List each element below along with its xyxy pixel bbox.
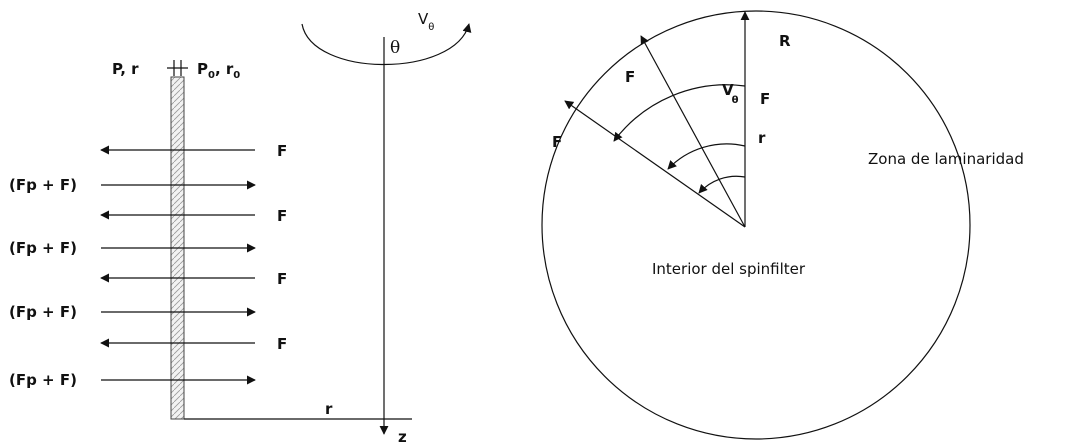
r-label-axis: r	[325, 400, 333, 418]
force-label-1: F	[277, 142, 287, 160]
z-label: z	[398, 428, 407, 445]
zone-label: Zona de laminaridad	[868, 150, 1024, 168]
membrane-top-mark	[167, 60, 188, 76]
top-left-label: P, r	[112, 60, 139, 78]
angle-arc-medium	[667, 143, 746, 170]
velocity-label-axis: Vθ	[418, 10, 434, 33]
rotation-axis-diagram: θ Vθ r z	[184, 10, 472, 445]
r-label-circle: r	[758, 129, 766, 147]
R-label: R	[779, 32, 791, 50]
force-label-3: F	[277, 207, 287, 225]
force-label-4: (Fp + F)	[9, 239, 77, 257]
force-vector-upper	[640, 35, 746, 228]
angle-arc-small	[698, 175, 746, 194]
force-label-6: (Fp + F)	[9, 303, 77, 321]
F-label-left: F	[552, 133, 562, 151]
angle-arc-large	[613, 84, 746, 142]
force-label-7: F	[277, 335, 287, 353]
membrane-force-diagram: P, r P0, r0 F (Fp + F) F (Fp + F) F (Fp …	[9, 60, 287, 420]
force-label-5: F	[277, 270, 287, 288]
spinfilter-circle	[541, 10, 971, 440]
force-vector-left	[564, 100, 746, 228]
theta-label: θ	[390, 38, 400, 58]
rotation-arc	[301, 23, 472, 66]
force-label-2: (Fp + F)	[9, 176, 77, 194]
force-label-8: (Fp + F)	[9, 371, 77, 389]
F-label-upper: F	[625, 68, 635, 86]
F-label-vertical: F	[760, 90, 770, 108]
interior-label: Interior del spinfilter	[652, 260, 806, 278]
top-right-label: P0, r0	[197, 60, 240, 81]
